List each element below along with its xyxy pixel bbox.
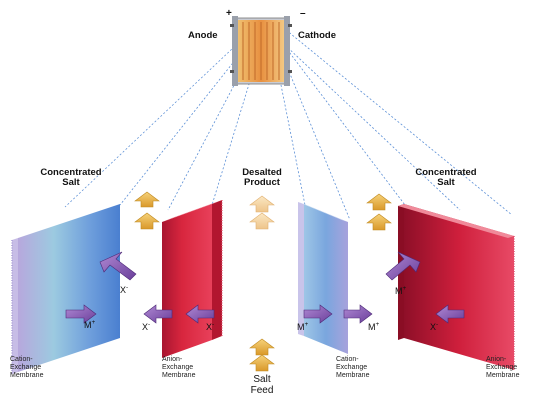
label-anion-membrane-left: Anion- Exchange Membrane [162,356,196,380]
anion-arrow-center-left [185,304,215,324]
ion-label-anion-right: X- [430,321,439,332]
salt-feed-label: Salt Feed [250,374,274,396]
flow-arrow-feed-2 [249,354,275,372]
anion-arrow-left-upper [99,251,137,281]
ion-label-cation-left: M+ [84,319,96,330]
flow-arrow-concentrated-left-1 [134,191,160,208]
heading-concentrated-salt-left: Concentrated Salt [40,167,102,188]
flow-arrow-concentrated-right-1 [366,193,392,211]
heading-concentrated-salt-right: Concentrated Salt [415,167,477,188]
flow-arrow-feed-1 [249,338,275,356]
anion-membrane-right [398,204,515,370]
label-cation-membrane-right: Cation- Exchange Membrane [336,356,370,380]
cation-membrane-left [11,202,126,374]
ion-label-anion-center-left: X- [206,321,215,332]
ion-label-cation-right-mid: M+ [368,321,380,332]
flow-arrow-desalted-1 [249,195,275,213]
cathode-label: Cathode [298,30,336,41]
ion-label-cation-center-right: M+ [297,321,309,332]
cation-arrow-center-right [303,304,333,324]
cation-arrow-right-mid [343,304,373,324]
heading-desalted-product: Desalted Product [242,167,282,188]
anion-arrow-right [435,304,465,324]
cation-arrow-right-upper [385,251,421,281]
anion-arrow-left-mid [143,304,173,324]
anion-membrane-left [162,200,223,358]
flow-arrow-concentrated-left-2 [134,212,160,230]
flow-arrow-concentrated-right-2 [366,213,392,231]
minus-sign: – [300,8,306,19]
ion-label-anion-left-upper: X- [120,284,129,295]
anode-label: Anode [188,30,218,41]
cation-arrow-left [65,304,97,324]
plus-sign: + [226,8,232,19]
ion-arrows [65,251,465,324]
flow-arrow-desalted-2 [249,212,275,230]
electrodialysis-cell [230,16,292,86]
field-lines [64,24,513,221]
ion-label-anion-left-mid: X- [142,321,151,332]
flow-arrows [134,191,392,372]
ion-label-cation-right-upper: M+ [395,285,407,296]
label-cation-membrane-left: Cation- Exchange Membrane [10,356,44,380]
label-anion-membrane-right: Anion- Exchange Membrane [486,356,520,380]
